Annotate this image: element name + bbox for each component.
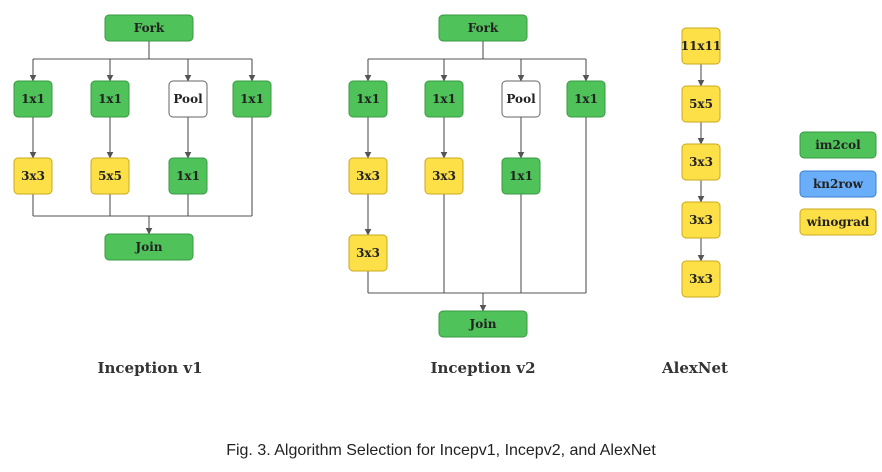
inception-v1-node-b1b-label: 3x3 [21, 169, 45, 183]
inception-v1-node-b2a-label: 1x1 [98, 92, 122, 106]
inception-v1-node-b4a-box [232, 80, 272, 118]
edges [29, 41, 705, 312]
inception-v1-node-b2b-label: 5x5 [98, 169, 122, 183]
inception-v1-node-b3b-box [168, 157, 208, 195]
alexnet-node-l1-label: 11x11 [681, 39, 722, 53]
inception-v2-node-b2b-box [424, 157, 464, 195]
inception-v2-node-b2b-label: 3x3 [432, 169, 456, 183]
inception-v2-node-b2a-box [424, 80, 464, 118]
inception-v2-node-b1a-box [348, 80, 388, 118]
inception-v2-node-b3a-box [501, 80, 541, 118]
legend-im2col-label: im2col [815, 138, 861, 152]
inception-v1-node-join-label: Join [135, 240, 163, 254]
alexnet-node-l3-label: 3x3 [689, 155, 713, 169]
inception-v2-node-b4a-label: 1x1 [574, 92, 598, 106]
inception-v2-node-join-label: Join [469, 317, 497, 331]
alexnet-node-l2-label: 5x5 [689, 97, 713, 111]
inception-v2-node-b1a-label: 1x1 [356, 92, 380, 106]
legend-winograd-label: winograd [806, 215, 870, 229]
alexnet-title: AlexNet [661, 359, 728, 377]
inception-v2-node-b3b-label: 1x1 [509, 169, 533, 183]
alexnet-node-l1-box [681, 27, 721, 65]
alexnet-node-l4-box [681, 201, 721, 239]
inception-v1-node-b4a-label: 1x1 [240, 92, 264, 106]
inception-v1-node-b1a-box [13, 80, 53, 118]
alexnet-node-l5-box [681, 260, 721, 298]
inception-v2-node-b2a-label: 1x1 [432, 92, 456, 106]
figure-caption: Fig. 3. Algorithm Selection for Incepv1,… [226, 442, 656, 459]
inception-v1-node-b2a-box [90, 80, 130, 118]
inception-v2-node-join-box [438, 310, 528, 338]
inception-v2-node-b3a-label: Pool [506, 92, 536, 106]
inception-v1-node-b3b-label: 1x1 [176, 169, 200, 183]
inception-v1-node-join-box [104, 233, 194, 261]
inception-v1-title: Inception v1 [98, 359, 203, 377]
inception-v2-node-b1c-box [348, 234, 388, 272]
inception-v1-node-b1b-box [13, 157, 53, 195]
alexnet-node-l3-box [681, 143, 721, 181]
inception-v1-node-b2b-box [90, 157, 130, 195]
legend-winograd-box [799, 208, 877, 236]
inception-v2-node-fork-box [438, 14, 528, 42]
inception-v2-node-b1b-box [348, 157, 388, 195]
inception-v2-node-fork-label: Fork [468, 21, 499, 35]
inception-v2-node-b1b-label: 3x3 [356, 169, 380, 183]
inception-v2-node-b3b-box [501, 157, 541, 195]
alexnet-node-l5-label: 3x3 [689, 272, 713, 286]
inception-v1-node-fork-box [104, 14, 194, 42]
inception-v2-node-b4a-box [566, 80, 606, 118]
inception-v1-node-b1a-label: 1x1 [21, 92, 45, 106]
alexnet-node-l4-label: 3x3 [689, 213, 713, 227]
inception-v1-node-b3a-box [168, 80, 208, 118]
legend-kn2row-label: kn2row [813, 177, 864, 191]
legend-im2col-box [799, 131, 877, 159]
inception-v2-title: Inception v2 [431, 359, 536, 377]
alexnet-node-l2-box [681, 85, 721, 123]
legend-kn2row-box [799, 170, 877, 198]
inception-v1-node-b3a-label: Pool [173, 92, 203, 106]
inception-v1-node-fork-label: Fork [134, 21, 165, 35]
inception-v2-node-b1c-label: 3x3 [356, 246, 380, 260]
